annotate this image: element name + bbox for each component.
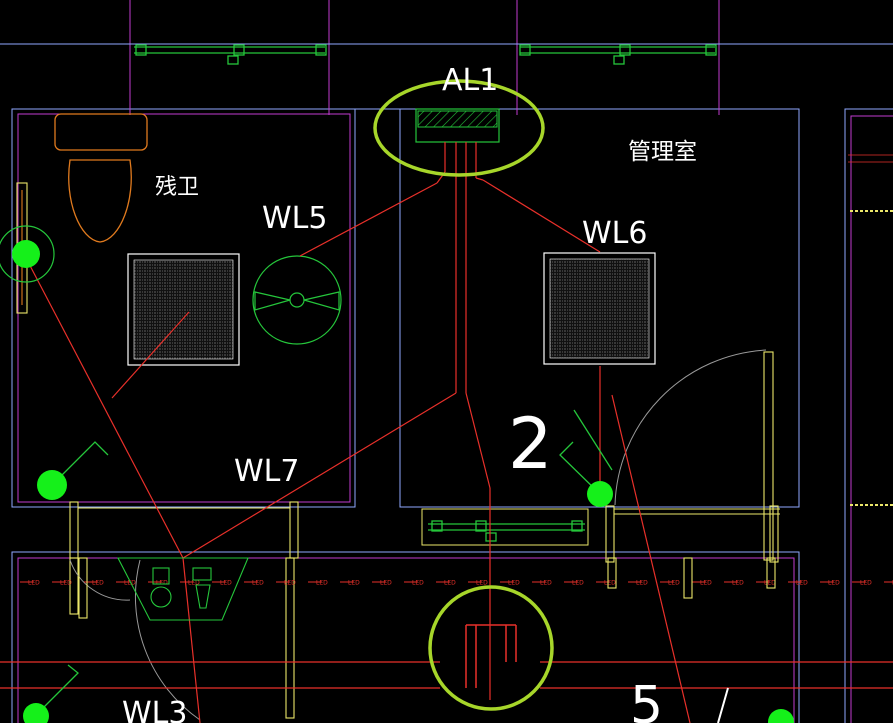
label-manager-room: 管理室 [628,139,697,165]
corridor-outer-wall [11,551,800,723]
manager-room-wall [399,108,800,508]
led-marker: LED [188,580,200,587]
led-marker: LED [796,580,808,587]
led-marker: LED [732,580,744,587]
window-middle [428,520,585,542]
label-wl7: WL7 [234,454,299,489]
window-top-right [519,44,717,65]
door-frame-right [289,501,299,559]
door-swings [69,349,767,721]
label-wl5: WL5 [262,201,327,236]
label-room-number: 2 [508,403,553,485]
text-labels: AL1 管理室 残卫 WL5 WL6 WL7 WL3 2 5 [122,63,697,723]
light-fixtures [127,252,656,366]
right-room-outer-wall [844,108,893,723]
door-frame-left [69,501,79,559]
wall-lamp-left [12,240,40,268]
led-marker: LED [156,580,168,587]
led-marker: LED [860,580,872,587]
label-al1: AL1 [442,63,498,98]
led-marker: LED [28,580,40,587]
wall-lamp-wl7 [37,470,67,500]
led-marker: LED [60,580,72,587]
led-marker-group: LED LED LED LED LED LED LED LED LED LED LED LED LED L… [28,580,893,587]
led-marker: LED [508,580,520,587]
corridor-inner-wall [17,557,795,723]
led-marker: LED [220,580,232,587]
led-marker: LED [636,580,648,587]
led-marker: LED [92,580,104,587]
led-marker: LED [604,580,616,587]
led-strip: LED LED LED LED LED LED LED LED LED LED LED LED LED L… [20,580,893,587]
label-wl6: WL6 [582,216,647,251]
wall-lamp-wl6 [587,481,613,507]
led-marker: LED [572,580,584,587]
led-marker: LED [668,580,680,587]
doors [16,182,780,719]
toilet-fixture [54,113,148,243]
led-marker: LED [764,580,776,587]
led-marker: LED [476,580,488,587]
light-fixture-wl5 [127,253,240,366]
wall-lamp-corridor-right [768,709,794,723]
highlight-riser [428,585,554,711]
manager-door-leaf [763,351,774,561]
led-marker: LED [284,580,296,587]
wall-lamps [0,225,794,723]
distribution-panel [415,108,500,143]
led-marker: LED [540,580,552,587]
led-marker: LED [828,580,840,587]
riser-symbol [465,624,517,688]
led-marker: LED [316,580,328,587]
led-marker: LED [700,580,712,587]
exhaust-fan [252,255,342,345]
led-marker: LED [252,580,264,587]
label-corner-number: 5 [630,676,663,723]
manager-door-frame [605,505,615,563]
led-marker: LED [444,580,456,587]
wiring [0,142,893,723]
corridor-fixtures [78,557,776,621]
wall-lamp-corridor-left [23,703,49,723]
led-marker: LED [348,580,360,587]
light-fixture-wl6 [543,252,656,365]
highlight-panel-al1 [373,79,545,177]
windows [134,44,717,546]
highlight-annotations [373,79,554,711]
led-marker: LED [412,580,424,587]
right-room-inner-wall [850,115,893,723]
switch-symbols [35,409,613,716]
corridor-door-b [285,557,295,719]
label-toilet-room: 残卫 [155,175,199,200]
led-marker: LED [124,580,136,587]
label-wl3: WL3 [122,696,187,723]
led-marker: LED [380,580,392,587]
bottom-right-marks [717,687,729,723]
window-top-left [134,44,327,65]
corridor-door-a [69,557,79,615]
right-room-strips [850,210,893,506]
toilet-room-outer-wall [11,108,356,508]
toilet-room-inner-wall [17,113,351,503]
